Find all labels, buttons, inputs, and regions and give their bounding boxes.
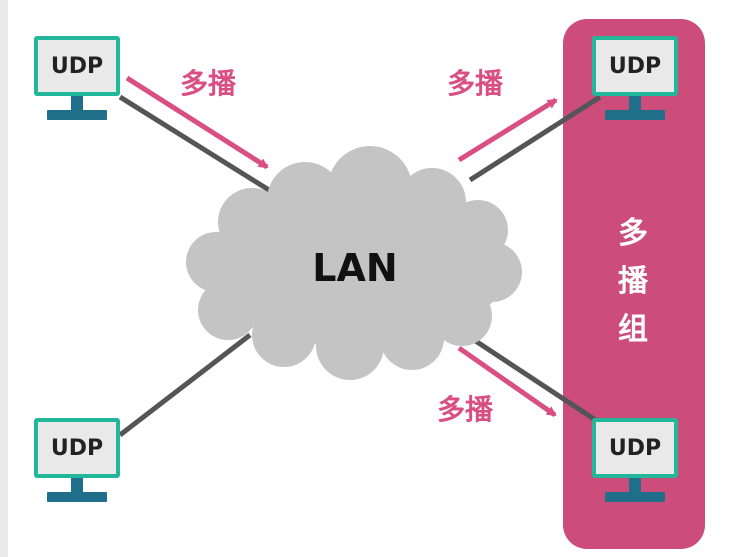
monitor-screen: UDP — [34, 418, 120, 478]
multicast-label-outbound-top: 多播 — [447, 67, 504, 100]
link-top-right — [468, 94, 602, 183]
multicast-group-label: 多 播 组 — [563, 210, 705, 354]
lan-label: LAN — [312, 246, 398, 290]
computer-bottom-left[interactable]: UDP — [34, 418, 120, 504]
group-label-char: 组 — [618, 312, 650, 347]
multicast-label-outbound-bottom: 多播 — [437, 393, 494, 426]
monitor-screen: UDP — [34, 36, 120, 96]
monitor-base — [605, 110, 665, 120]
monitor-base — [47, 492, 107, 502]
multicast-arrow-outbound-top — [457, 97, 558, 163]
computer-bottom-right[interactable]: UDP — [592, 418, 678, 504]
link-bottom-right — [460, 329, 602, 426]
multicast-label-inbound: 多播 — [180, 67, 237, 100]
monitor-stand — [71, 478, 83, 492]
group-label-char: 多 — [618, 216, 650, 251]
computer-top-left[interactable]: UDP — [34, 36, 120, 122]
lan-cloud — [186, 146, 522, 380]
multicast-arrow-inbound — [125, 75, 269, 170]
monitor-base — [47, 110, 107, 120]
link-top-left — [118, 94, 287, 203]
monitor-screen: UDP — [592, 36, 678, 96]
monitor-screen: UDP — [592, 418, 678, 478]
monitor-stand — [71, 96, 83, 110]
link-bottom-left — [118, 333, 252, 437]
left-edge-strip — [0, 0, 8, 557]
computer-top-right[interactable]: UDP — [592, 36, 678, 122]
monitor-stand — [629, 478, 641, 492]
monitor-base — [605, 492, 665, 502]
group-label-char: 播 — [618, 264, 650, 299]
monitor-stand — [629, 96, 641, 110]
multicast-arrow-outbound-bottom — [457, 345, 557, 418]
